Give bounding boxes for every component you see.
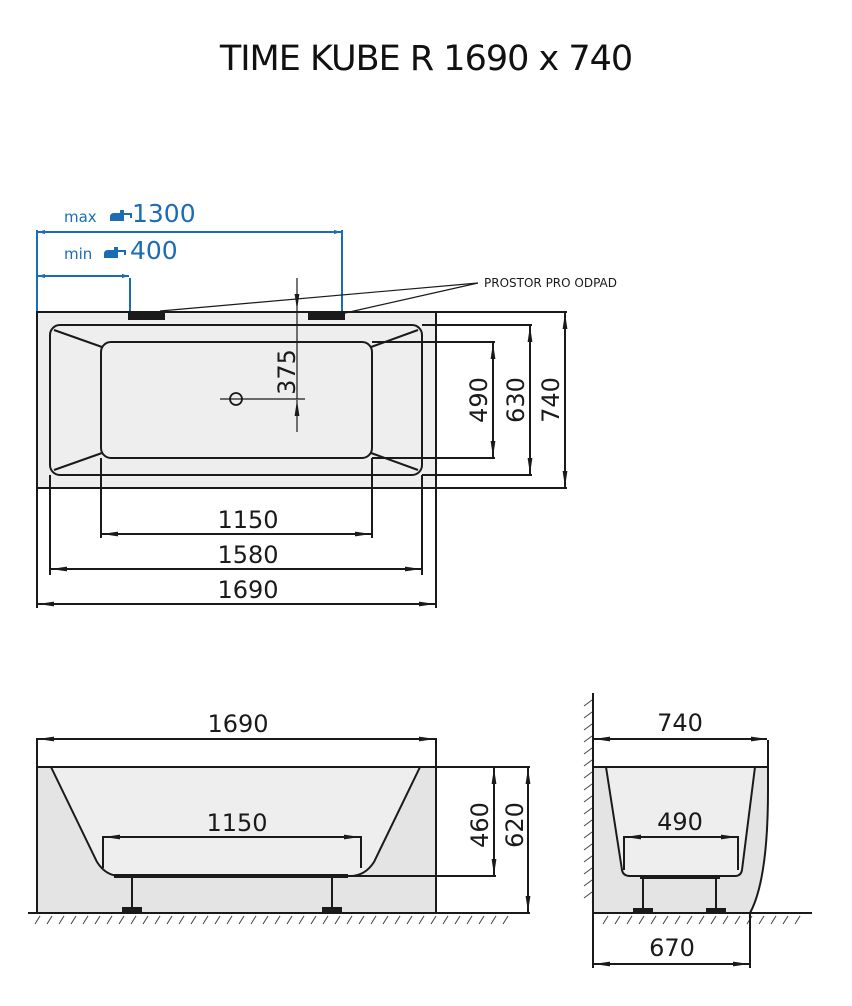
width-dimension-1580: 1580 — [217, 541, 278, 569]
page-title: TIME KUBE R 1690 x 740 — [219, 39, 632, 79]
side-view: 1690 1150 460 620 — [28, 710, 531, 925]
faucet-icon — [104, 247, 126, 258]
height-dimension-630: 630 — [502, 377, 530, 423]
height-dimension: 620 — [501, 802, 529, 848]
end-base-dimension: 670 — [649, 934, 695, 962]
faucet-dimensions: max 1300 min 400 — [36, 199, 343, 312]
end-view: 740 490 670 — [583, 693, 812, 968]
side-bottom-dimension: 1150 — [206, 809, 267, 837]
end-bottom-dimension: 490 — [657, 808, 703, 836]
drain-space-right — [308, 311, 345, 320]
height-dimension-740: 740 — [537, 377, 565, 423]
height-dimension-490: 490 — [465, 377, 493, 423]
end-width-dimension: 740 — [657, 709, 703, 737]
faucet-icon — [110, 210, 132, 221]
depth-dimension: 460 — [466, 802, 494, 848]
width-dimension-1150: 1150 — [217, 506, 278, 534]
width-dimension-1690: 1690 — [217, 576, 278, 604]
faucet-min-prefix: min — [64, 245, 92, 263]
floor-hatch — [602, 915, 801, 925]
faucet-max-value: 1300 — [132, 199, 196, 228]
side-length-dimension: 1690 — [207, 710, 268, 738]
wall-hatch — [583, 699, 593, 899]
drain-space-label: PROSTOR PRO ODPAD — [484, 276, 617, 290]
drain-offset-dimension: 375 — [273, 349, 301, 395]
top-view: max 1300 min 400 PROSTOR PRO ODPAD — [36, 199, 617, 608]
faucet-max-prefix: max — [64, 208, 97, 226]
faucet-min-value: 400 — [130, 236, 178, 265]
floor-hatch — [34, 915, 509, 925]
drain-space-left — [128, 311, 165, 320]
